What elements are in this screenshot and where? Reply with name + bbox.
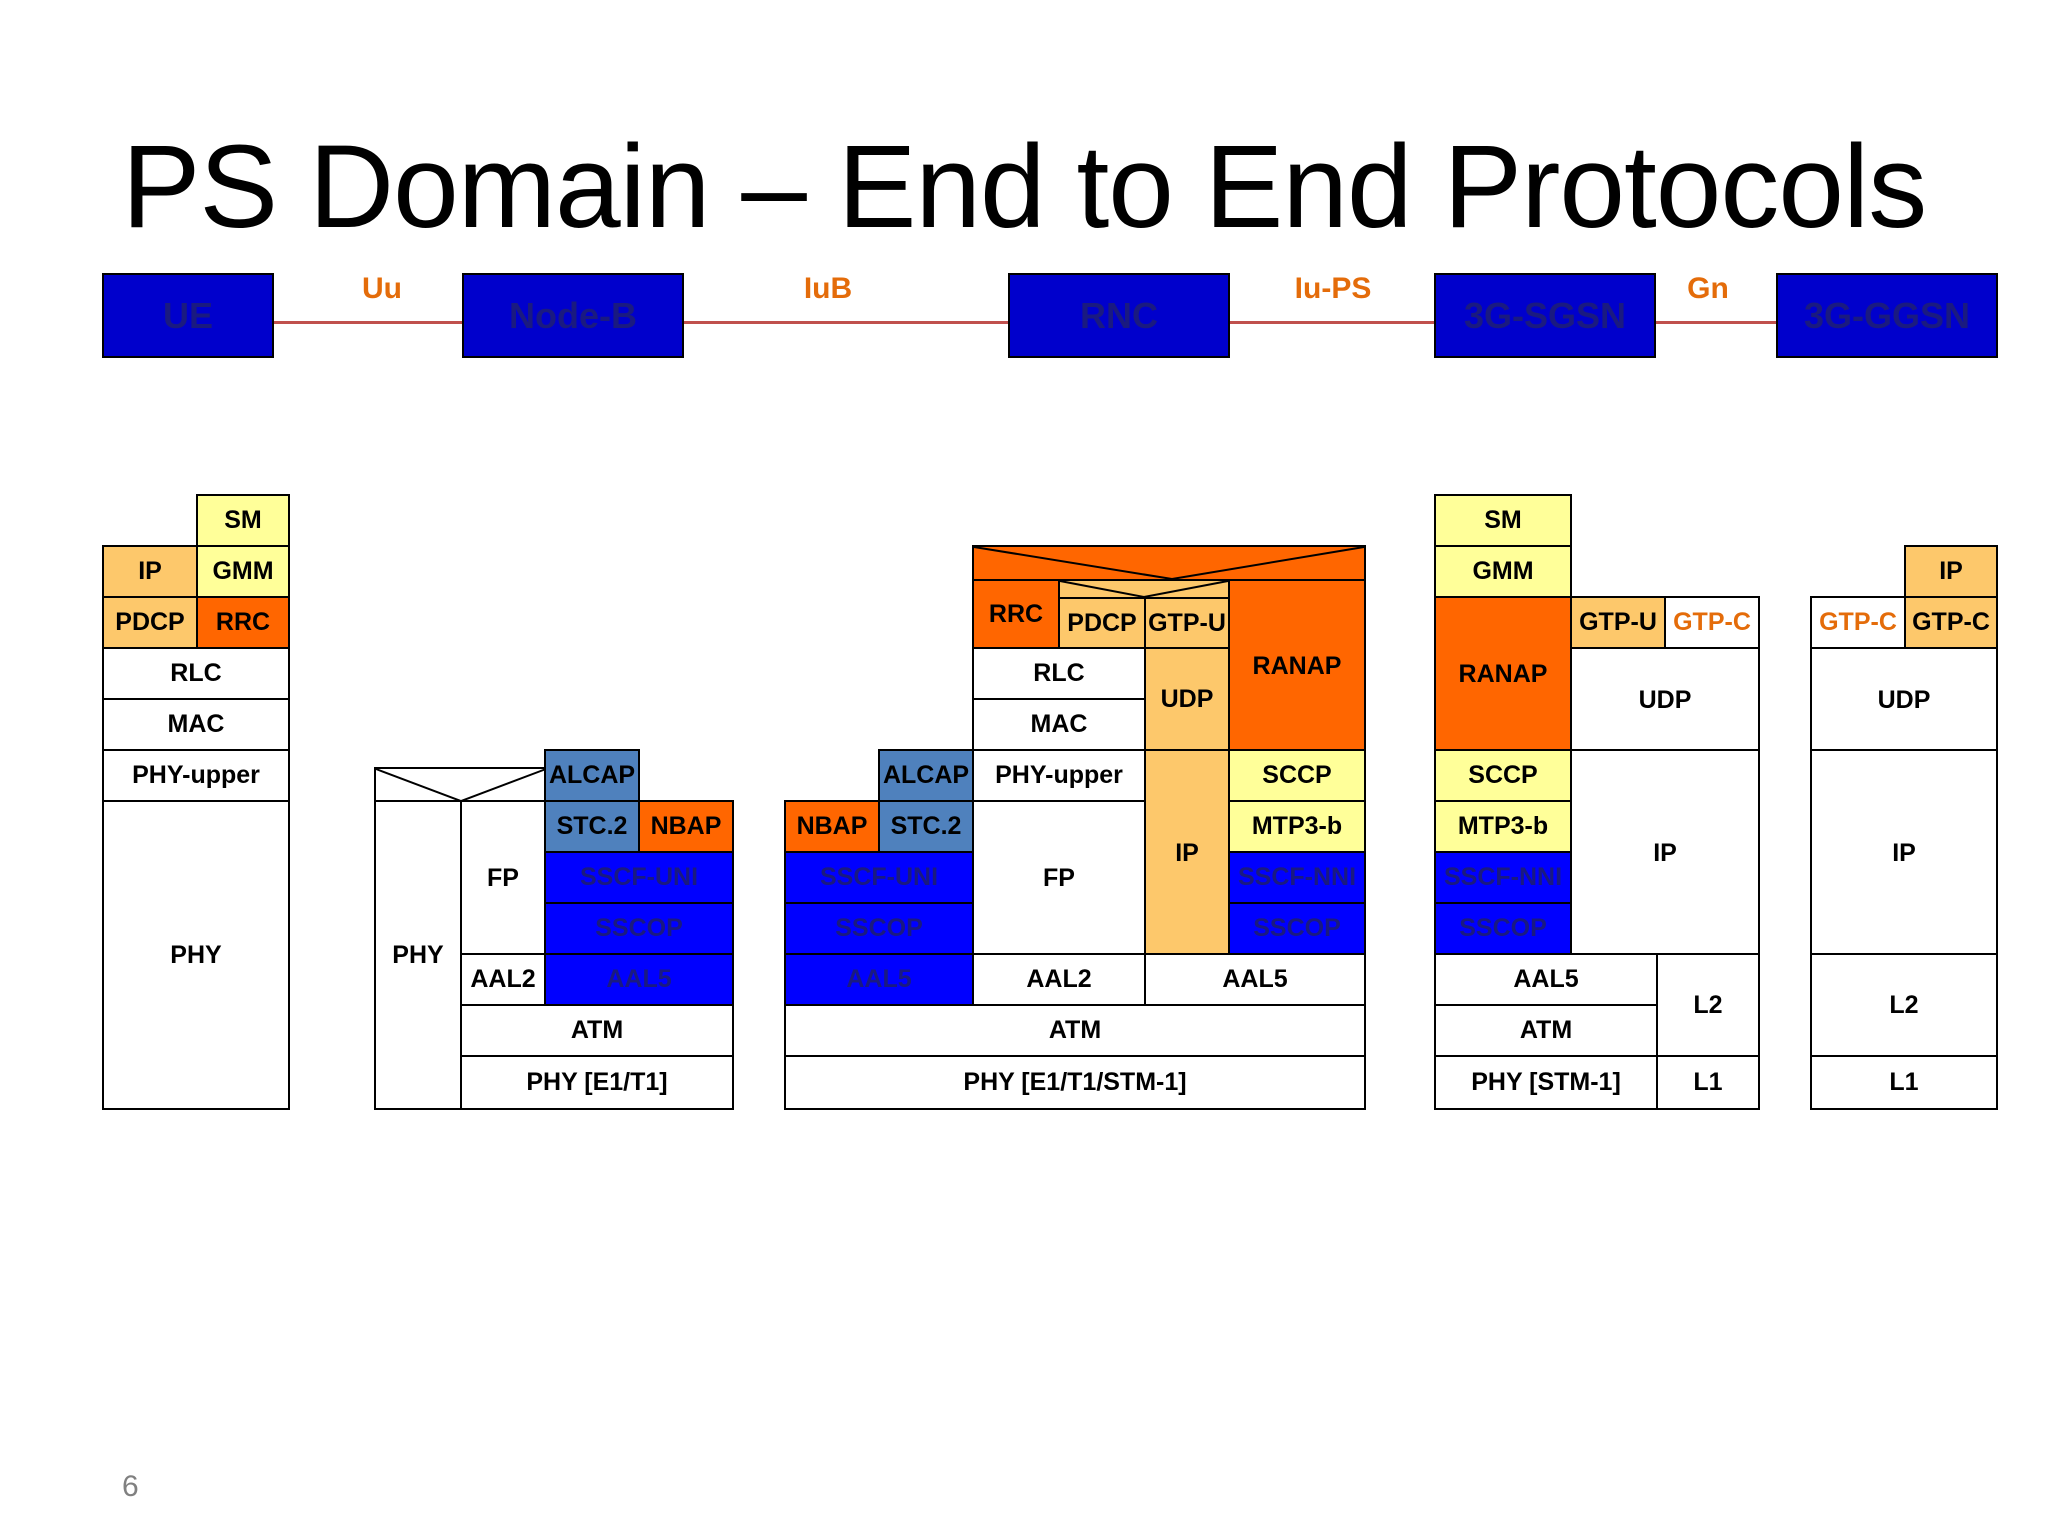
nodeb-atm: ATM (460, 1004, 734, 1057)
node-3g-ggsn: 3G-GGSN (1776, 273, 1998, 358)
ggsn-gtp-c-left: GTP-C (1810, 596, 1906, 649)
nodeb-phy-left: PHY (374, 800, 462, 1110)
ggsn-l2: L2 (1810, 953, 1998, 1057)
sgsn-sccp: SCCP (1434, 749, 1572, 802)
rnc-alcap: ALCAP (878, 749, 974, 802)
ue-rrc: RRC (196, 596, 290, 649)
node-ue: UE (102, 273, 274, 358)
rnc-phy-upper: PHY-upper (972, 749, 1146, 802)
nodeb-alcap: ALCAP (544, 749, 640, 802)
rnc-stc2: STC.2 (878, 800, 974, 853)
rnc-atm: ATM (784, 1004, 1366, 1057)
node-3g-sgsn: 3G-SGSN (1434, 273, 1656, 358)
interface-iu-ps-label: Iu-PS (1294, 272, 1372, 305)
interface-iub-label: IuB (803, 272, 853, 305)
rnc-fp: FP (972, 800, 1146, 957)
rnc-top-funnel (973, 546, 1365, 581)
sgsn-sscop: SSCOP (1434, 902, 1572, 955)
rnc-pdcp: PDCP (1058, 597, 1146, 649)
node-node-b: Node-B (462, 273, 684, 358)
ue-mac: MAC (102, 698, 290, 751)
rnc-sscf-uni: SSCF-UNI (784, 851, 974, 904)
rnc-aal2: AAL2 (972, 953, 1146, 1006)
sgsn-atm: ATM (1434, 1004, 1658, 1057)
ue-pdcp: PDCP (102, 596, 198, 649)
rnc-aal5-left: AAL5 (784, 953, 974, 1006)
rnc-sccp: SCCP (1228, 749, 1366, 802)
ggsn-ip-top: IP (1904, 545, 1998, 598)
sgsn-l1: L1 (1656, 1055, 1760, 1110)
rnc-phy: PHY [E1/T1/STM-1] (784, 1055, 1366, 1110)
ue-phy-upper: PHY-upper (102, 749, 290, 802)
link-iu-ps (1230, 321, 1434, 324)
ggsn-udp: UDP (1810, 647, 1998, 753)
nodeb-sscf-uni: SSCF-UNI (544, 851, 734, 904)
link-gn (1656, 321, 1776, 324)
ggsn-l1: L1 (1810, 1055, 1998, 1110)
interface-uu-label: Uu (362, 272, 402, 305)
sgsn-gmm: GMM (1434, 545, 1572, 598)
page-number: 6 (122, 1470, 139, 1503)
rnc-aal5-right: AAL5 (1144, 953, 1366, 1006)
nodeb-fp: FP (460, 800, 546, 957)
rnc-sscf-nni: SSCF-NNI (1228, 851, 1366, 904)
node-rnc: RNC (1008, 273, 1230, 358)
nodeb-aal2: AAL2 (460, 953, 546, 1006)
rnc-top-bar (972, 545, 1366, 581)
ue-rlc: RLC (102, 647, 290, 700)
rnc-rrc: RRC (972, 579, 1060, 649)
sgsn-ranap: RANAP (1434, 596, 1572, 753)
nodeb-aal5: AAL5 (544, 953, 734, 1006)
nodeb-sscop: SSCOP (544, 902, 734, 955)
sgsn-aal5: AAL5 (1434, 953, 1658, 1006)
rnc-mac: MAC (972, 698, 1146, 751)
ggsn-ip: IP (1810, 749, 1998, 957)
sgsn-gtp-c: GTP-C (1664, 596, 1760, 649)
rnc-gtp-u: GTP-U (1144, 597, 1230, 649)
ue-gmm: GMM (196, 545, 290, 598)
sgsn-gtp-u: GTP-U (1570, 596, 1666, 649)
rnc-mtp3-b: MTP3-b (1228, 800, 1366, 853)
sgsn-sm: SM (1434, 494, 1572, 547)
rnc-ip: IP (1144, 749, 1230, 957)
link-iub (684, 321, 1008, 324)
page-title: PS Domain – End to End Protocols (121, 121, 1928, 253)
nodeb-phy: PHY [E1/T1] (460, 1055, 734, 1110)
rnc-udp: UDP (1144, 647, 1230, 751)
rnc-sscop-left: SSCOP (784, 902, 974, 955)
rnc-ranap: RANAP (1228, 579, 1366, 753)
ue-phy: PHY (102, 800, 290, 1110)
sgsn-mtp3-b: MTP3-b (1434, 800, 1572, 853)
sgsn-ip: IP (1570, 749, 1760, 957)
ggsn-gtp-c-right: GTP-C (1904, 596, 1998, 649)
rnc-sscop-right: SSCOP (1228, 902, 1366, 955)
interface-gn-label: Gn (1687, 272, 1729, 305)
ue-ip: IP (102, 545, 198, 598)
rnc-nbap: NBAP (784, 800, 880, 853)
sgsn-sscf-nni: SSCF-NNI (1434, 851, 1572, 904)
nodeb-stc2: STC.2 (544, 800, 640, 853)
rnc-rlc: RLC (972, 647, 1146, 700)
nodeb-cover-funnel (375, 768, 547, 803)
rnc-sub-funnel (1059, 580, 1229, 599)
nodeb-nbap: NBAP (638, 800, 734, 853)
link-uu (274, 321, 462, 324)
sgsn-l2: L2 (1656, 953, 1760, 1057)
ue-sm: SM (196, 494, 290, 547)
sgsn-udp: UDP (1570, 647, 1760, 753)
sgsn-phy: PHY [STM-1] (1434, 1055, 1658, 1110)
